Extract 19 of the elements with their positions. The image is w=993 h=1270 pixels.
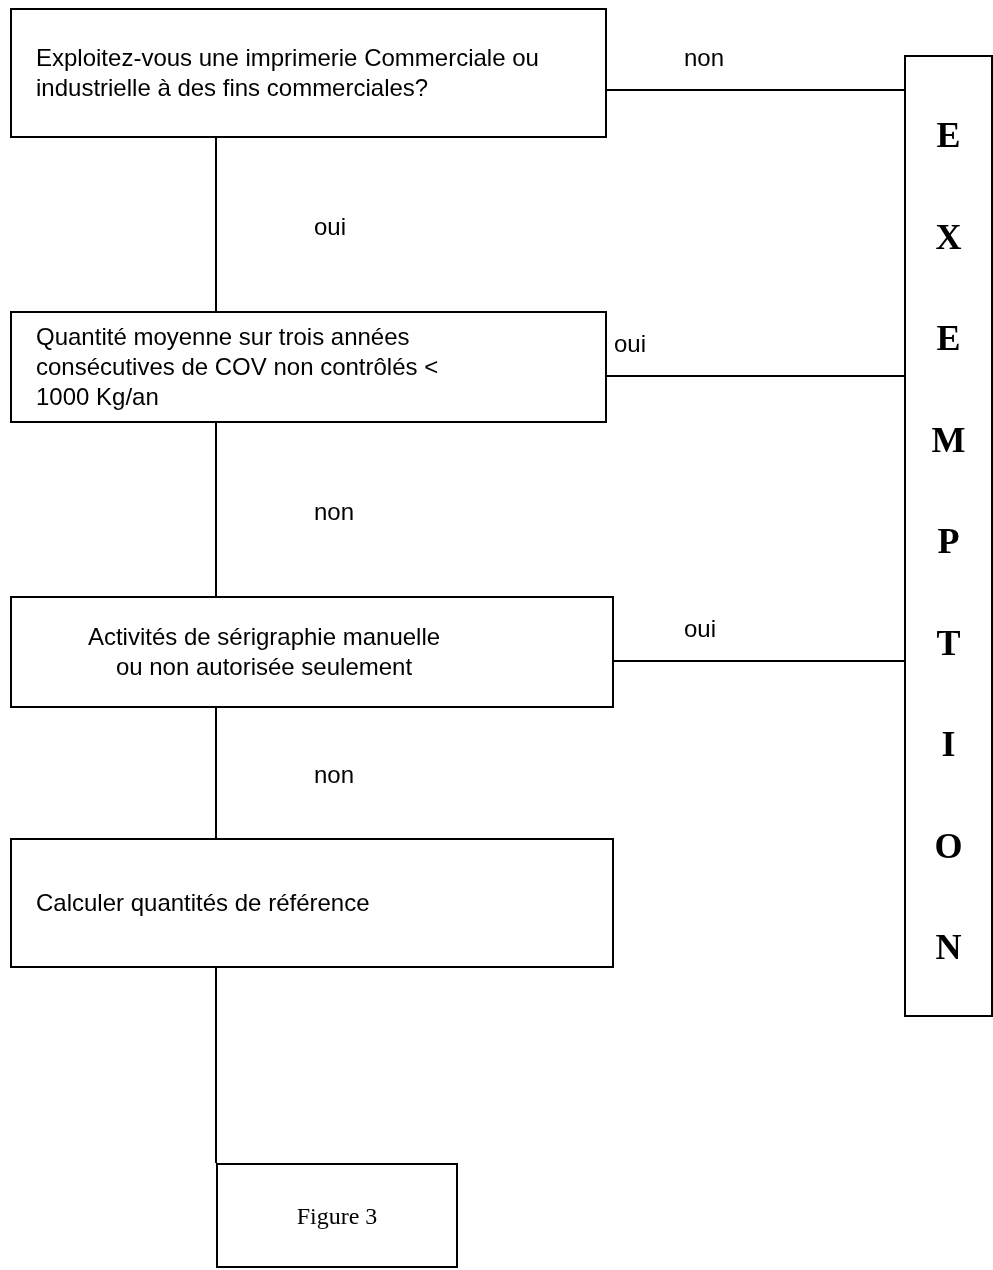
- box-text: Activités de sérigraphie manuelle ou non autorisée seulement: [86, 622, 442, 682]
- box-text: Quantité moyenne sur trois années consécutives de COV non contrôlés < 1000 Kg/an: [36, 322, 440, 412]
- process-box: [10, 838, 614, 968]
- connector-line: [613, 660, 905, 662]
- connector-line: [215, 422, 217, 597]
- caption-box: [216, 1163, 458, 1268]
- process-box: [10, 8, 607, 138]
- box-text: Exploitez-vous une imprimerie Commerciale ou industrielle à des fins commerciales?: [36, 43, 540, 103]
- connector-line: [606, 375, 905, 377]
- box-text: Calculer quantités de référence: [36, 888, 370, 918]
- connector-line: [215, 967, 217, 1164]
- process-box: [10, 311, 607, 423]
- connector-line: [215, 137, 217, 312]
- box-text: Figure 3: [296, 1201, 378, 1231]
- result-box: [904, 55, 993, 1017]
- process-box: [10, 596, 614, 708]
- connector-line: [215, 707, 217, 839]
- box-text: EXEMPTION: [930, 114, 967, 969]
- connector-line: [606, 89, 905, 91]
